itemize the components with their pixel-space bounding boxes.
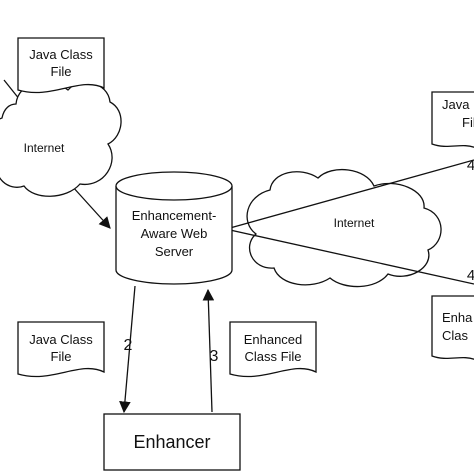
document-java-class-mid-left	[17, 321, 105, 378]
edge-server-to-upper-right	[229, 159, 474, 229]
cloud-left-label: Internet	[24, 141, 65, 155]
edge-label-4-lower: 4	[467, 267, 474, 284]
server-cylinder	[115, 186, 233, 285]
internet-cloud-left	[0, 80, 122, 197]
document-enhanced-class	[229, 321, 317, 378]
edge-server-to-enhancer	[119, 285, 136, 414]
doc-top-left-line2: File	[51, 64, 72, 79]
edge-label-4-upper: 4	[467, 157, 474, 174]
document-java-top-right	[431, 91, 474, 149]
cloud-right-label: Internet	[334, 216, 375, 230]
enhancer-label: Enhancer	[133, 432, 210, 452]
doc-top-right-line2: Fil	[462, 115, 474, 130]
document-java-class-top-left	[17, 37, 105, 94]
doc-mid-left-line1: Java Class	[29, 332, 93, 347]
edge-left-cloud-to-server	[71, 185, 111, 229]
doc-top-right-line1: Java	[442, 97, 470, 112]
doc-top-left-line1: Java Class	[29, 47, 93, 62]
doc-mid-left-line2: File	[51, 349, 72, 364]
server-cylinder-top	[115, 171, 233, 201]
edge-label-2: 2	[124, 337, 133, 354]
document-enhanced-bottom-right	[431, 295, 474, 361]
doc-bottom-right-line1: Enha	[442, 310, 473, 325]
doc-bottom-right-line2: Clas	[442, 328, 469, 343]
enhancer-box	[103, 413, 241, 471]
edge-label-3: 3	[210, 348, 219, 365]
server-label-line2: Aware Web	[141, 226, 208, 241]
doc-enhanced-line1: Enhanced	[244, 332, 303, 347]
edge-enhancer-to-server	[202, 288, 215, 413]
server-label-line1: Enhancement-	[132, 208, 217, 223]
doc-enhanced-line2: Class File	[244, 349, 301, 364]
server-label-line3: Server	[155, 244, 194, 259]
edge-server-to-lower-right	[229, 229, 474, 285]
